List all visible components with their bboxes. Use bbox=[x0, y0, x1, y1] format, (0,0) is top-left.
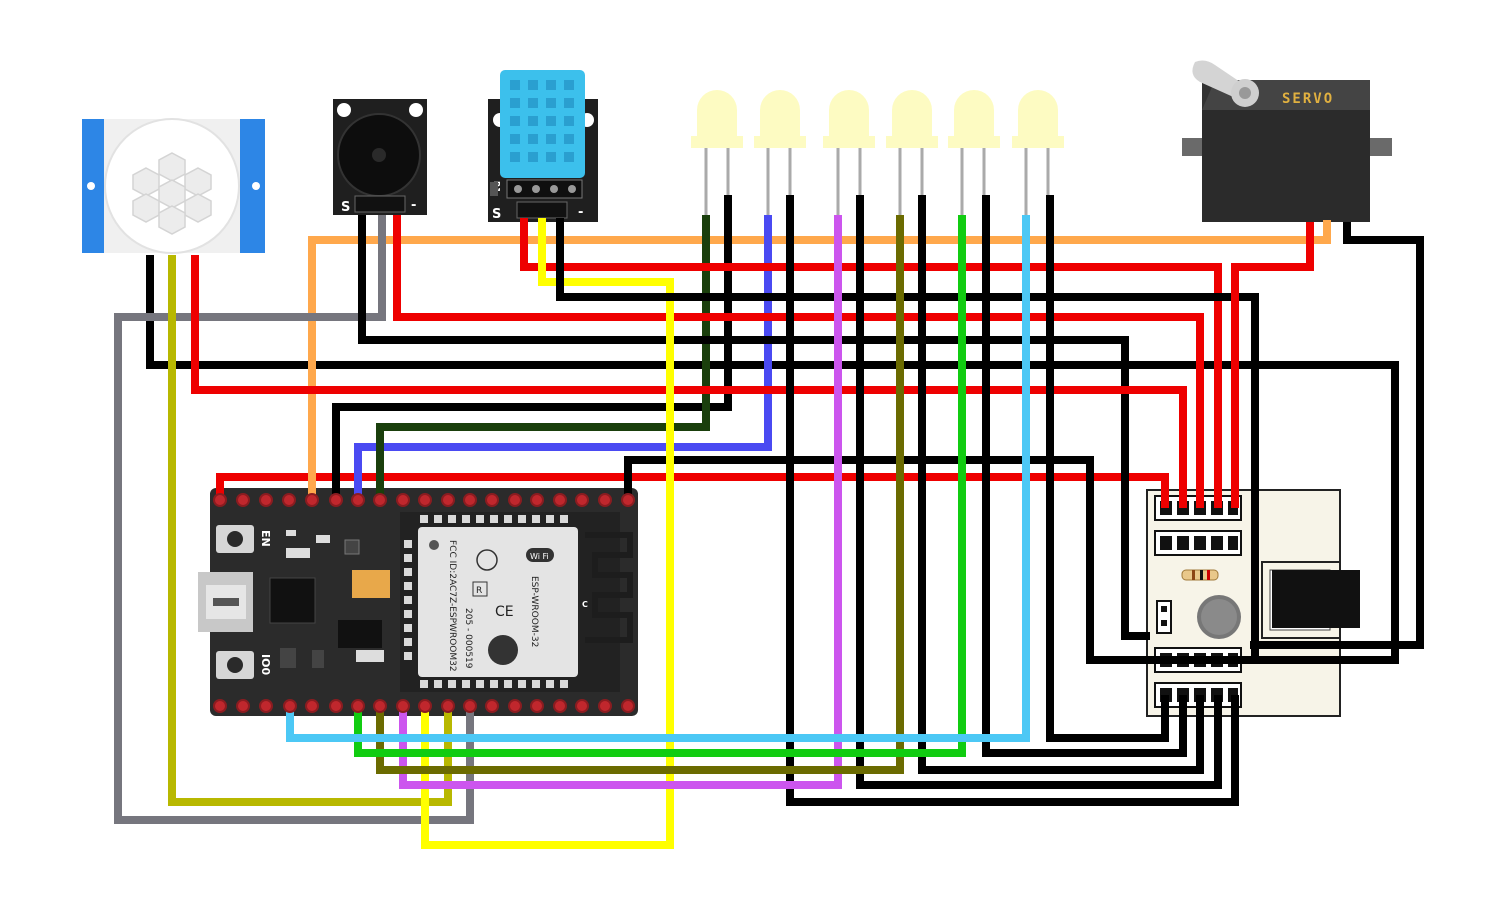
esp-wroom-module bbox=[418, 527, 578, 677]
wire-skyblue-led6 bbox=[286, 215, 1030, 742]
en-button bbox=[216, 525, 254, 553]
wire-red-buzzer bbox=[393, 215, 1204, 508]
wire-black-led4 bbox=[918, 195, 1204, 774]
wire-blue-led2 bbox=[354, 215, 772, 500]
wire-black-dht bbox=[556, 218, 1259, 660]
dht-s-label: S bbox=[492, 207, 501, 222]
r-mark: R bbox=[476, 586, 482, 596]
buzzer-minus-label: - bbox=[411, 198, 416, 213]
wire-green-led5 bbox=[354, 215, 966, 757]
wire-red-3v3 bbox=[216, 473, 1169, 508]
esp32-header-top bbox=[213, 493, 635, 507]
ce-mark: CE bbox=[495, 604, 514, 620]
wires bbox=[114, 195, 1424, 849]
led-3 bbox=[823, 90, 875, 215]
wire-gray-buzzer bbox=[114, 215, 474, 824]
wire-black-led6 bbox=[1046, 195, 1169, 742]
wire-black-gnd-top bbox=[146, 255, 1399, 664]
wire-red-servo bbox=[1231, 222, 1314, 508]
led-1 bbox=[691, 90, 743, 215]
c-mark: C bbox=[582, 600, 588, 609]
en-label: EN bbox=[259, 530, 272, 547]
servo-label: SERVO bbox=[1282, 91, 1334, 107]
io0-label: IO0 bbox=[259, 654, 272, 675]
wire-yellow-dht bbox=[421, 218, 674, 849]
dht11-module: S - R1 bbox=[488, 70, 598, 222]
esp32-header-bottom bbox=[213, 699, 635, 713]
servo-motor: SERVO bbox=[1182, 60, 1392, 222]
wire-orange-servo-signal bbox=[308, 220, 1331, 500]
module-name: ESP-WROOM-32 bbox=[529, 576, 539, 647]
dht-minus-label: - bbox=[578, 205, 583, 220]
wire-black-servo bbox=[1250, 222, 1424, 649]
fcc-text: FCC ID:2AC7Z-ESPWROOM32 bbox=[447, 540, 457, 672]
dht11-sensor-body bbox=[500, 70, 585, 178]
io0-button bbox=[216, 651, 254, 679]
pir-sensor bbox=[82, 118, 265, 254]
cert-text: 205 - 000519 bbox=[463, 608, 473, 669]
buzzer-s-label: S bbox=[341, 200, 350, 215]
wire-black-buzzer bbox=[358, 215, 1150, 640]
wire-red-dht bbox=[520, 218, 1222, 508]
wire-black-led3 bbox=[856, 195, 1222, 789]
led-4 bbox=[886, 90, 938, 215]
led-5 bbox=[948, 90, 1000, 215]
led-6 bbox=[1012, 90, 1064, 215]
wire-black-led2 bbox=[786, 195, 1239, 806]
buzzer-module: S - bbox=[333, 99, 427, 215]
wifi-badge: Wi Fi bbox=[530, 552, 549, 561]
wire-purple-led3 bbox=[399, 215, 842, 789]
wire-red-pir bbox=[191, 255, 1187, 508]
led-2 bbox=[754, 90, 806, 215]
esp32-board: EN IO0 Wi Fi FCC ID:2AC7Z-ESPWROOM32 ESP… bbox=[198, 488, 638, 716]
wire-black-led5 bbox=[982, 195, 1187, 757]
